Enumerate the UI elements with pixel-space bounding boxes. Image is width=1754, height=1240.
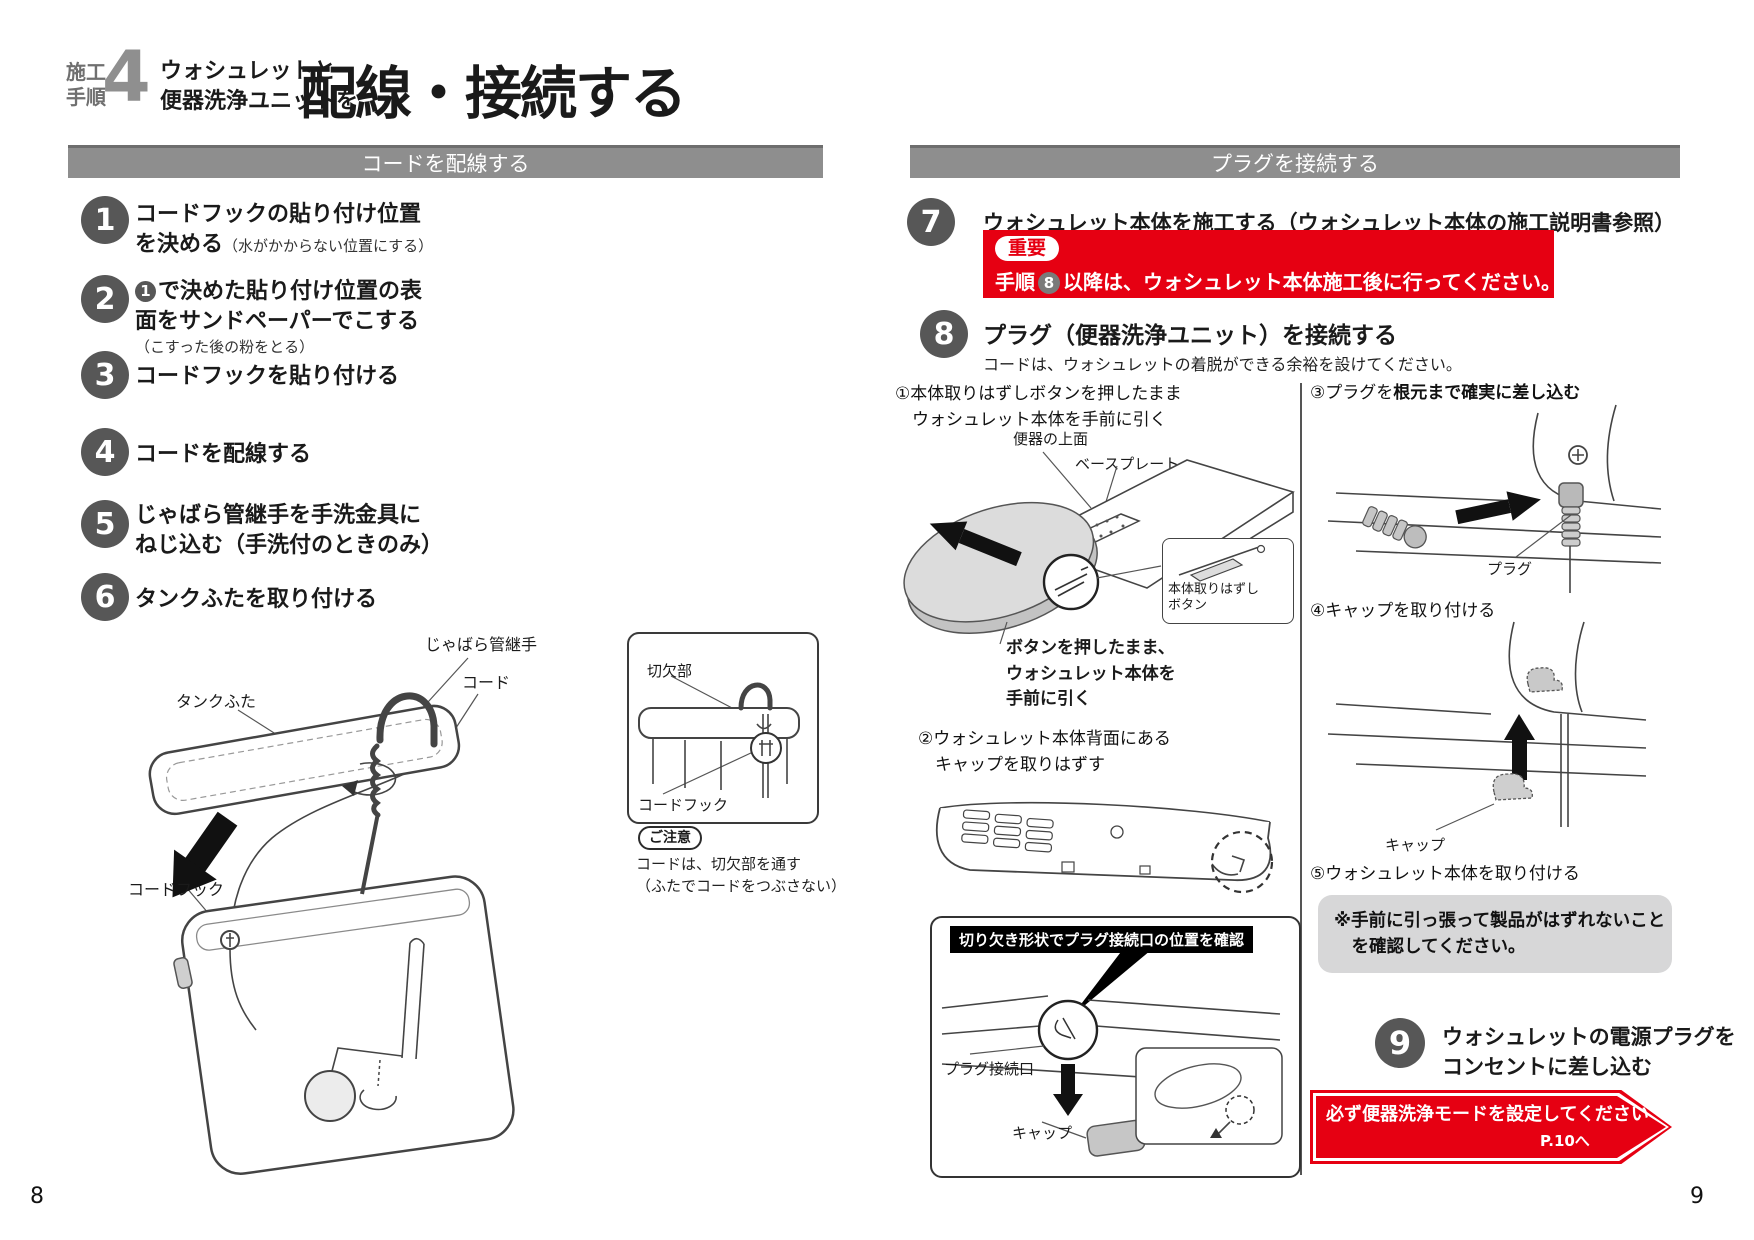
procedure-number: 4 (102, 36, 151, 118)
substep-5-caption: ⑤ウォシュレット本体を取り付ける (1310, 864, 1580, 884)
washlet-rear-illustration (936, 801, 1274, 894)
label-toilet-top: 便器の上面 (1013, 430, 1089, 448)
label-cord-hook-inset: コードフック (638, 796, 729, 814)
section-banner-wire-cord: コードを配線する (68, 145, 823, 178)
page-number-left: 8 (30, 1184, 44, 1209)
section-banner-label: プラグを接続する (1211, 152, 1379, 176)
label-plug-port: プラグ接続口 (944, 1060, 1035, 1078)
cta-set-wash-mode-text: 必ず便器洗浄モードを設定してください (1326, 1104, 1649, 1125)
pull-forward-caption: ボタンを押したまま、 ウォシュレット本体を 手前に引く (1006, 638, 1176, 709)
label-notch: 切欠部 (647, 662, 693, 680)
step-2-note: （こすった後の粉をとる） (135, 338, 315, 357)
step-8-text: プラグ（便器洗浄ユニット）を接続する (983, 323, 1397, 349)
cta-page-ref: P.10へ (1540, 1132, 1590, 1150)
label-cap-bottom: キャップ (1012, 1124, 1073, 1142)
label-tank-lid: タンクふた (176, 692, 257, 711)
label-check-plug-port: 切り欠き形状でプラグ接続口の位置を確認 (950, 926, 1254, 953)
procedure-lead: ウォシュレットと 便器洗浄ユニットを (160, 59, 359, 114)
step-8-subtext: コードは、ウォシュレットの着脱ができる余裕を設けてください。 (983, 355, 1462, 374)
step-2-main: で決めた貼り付け位置の表 面をサンドペーパーでこする (135, 279, 423, 334)
substep-3-caption: ③プラグを根元まで確実に差し込む (1310, 380, 1580, 406)
step-7-circle: 7 (907, 198, 955, 246)
step-3-text: コードフックを貼り付ける (135, 364, 400, 389)
step-8-ref-badge: 8 (1038, 272, 1060, 294)
ref-step-1-badge: 1 (135, 280, 156, 302)
label-plug: プラグ (1487, 560, 1533, 578)
section-banner-connect-plug: プラグを接続する (910, 145, 1680, 178)
label-release-button: 本体取りはずし ボタン (1168, 582, 1260, 614)
page-number-right: 9 (1690, 1184, 1704, 1209)
step-1-text: コードフックの貼り付け位置 を決める（水がかからない位置にする） (135, 200, 555, 259)
substep-3-bold: 根元まで確実に差し込む (1393, 383, 1581, 403)
column-divider (1300, 383, 1302, 1175)
label-cord-hook: コードフック (128, 880, 225, 899)
important-post: 以降は、ウォシュレット本体施工後に行ってください。 (1063, 270, 1561, 294)
substep-2-caption: ②ウォシュレット本体背面にある キャップを取りはずす (918, 729, 1171, 776)
step-1-main: コードフックの貼り付け位置 を決める (135, 202, 422, 257)
step-1-circle: 1 (81, 196, 129, 244)
step-5-text: じゃばら管継手を手洗金具に ねじ込む（手洗付のときのみ） (135, 503, 444, 558)
important-box (983, 230, 1554, 298)
step-9-circle: 9 (1375, 1018, 1425, 1068)
washlet-remove-illustration (903, 451, 1295, 645)
step-8-circle: 8 (920, 310, 968, 358)
step-9-text: ウォシュレットの電源プラグを コンセントに差し込む (1442, 1025, 1736, 1080)
caution-badge: ご注意 (638, 826, 702, 850)
step-4-circle: 4 (81, 428, 129, 476)
important-pre: 手順 (995, 270, 1035, 294)
caution-text: コードは、切欠部を通す （ふたでコードをつぶさない） (636, 855, 847, 895)
tank-exploded-illustration (148, 657, 515, 1175)
page-title: 配線・接続する (300, 61, 687, 127)
cap-attach-illustration (1327, 621, 1647, 831)
substep-3-pre: ③プラグを (1310, 383, 1394, 403)
section-banner-label: コードを配線する (361, 152, 530, 176)
substep-1-caption: ①本体取りはずしボタンを押したまま ウォシュレット本体を手前に引く (895, 384, 1182, 431)
step-2-circle: 2 (81, 275, 129, 323)
release-button-drawing (1178, 544, 1266, 582)
step-4-text: コードを配線する (135, 442, 312, 467)
label-base-plate: ベースプレート (1075, 455, 1180, 473)
plug-insert-illustration (1327, 404, 1662, 593)
pull-check-note-box (1318, 895, 1672, 973)
release-button-callout (1162, 538, 1294, 624)
label-cord: コード (462, 673, 511, 692)
label-cap-right: キャップ (1385, 836, 1446, 854)
step-3-circle: 3 (81, 351, 129, 399)
pull-check-note-text: ※手前に引っ張って製品がはずれないこと を確認してください。 (1334, 911, 1666, 958)
step-1-note: （水がかからない位置にする） (223, 236, 434, 255)
label-jabara-joint: じゃばら管継手 (425, 635, 538, 654)
plug-port-check-illustration (941, 940, 1283, 1157)
important-badge: 重要 (995, 236, 1060, 261)
procedure-kicker: 施工 手順 (66, 60, 106, 109)
cord-hook-inset-illustration (638, 675, 800, 798)
step-6-text: タンクふたを取り付ける (135, 587, 378, 612)
substep-4-caption: ④キャップを取り付ける (1310, 601, 1496, 621)
step-5-circle: 5 (81, 500, 129, 548)
cta-arrow-banner (1316, 1096, 1666, 1158)
step-6-circle: 6 (81, 573, 129, 621)
